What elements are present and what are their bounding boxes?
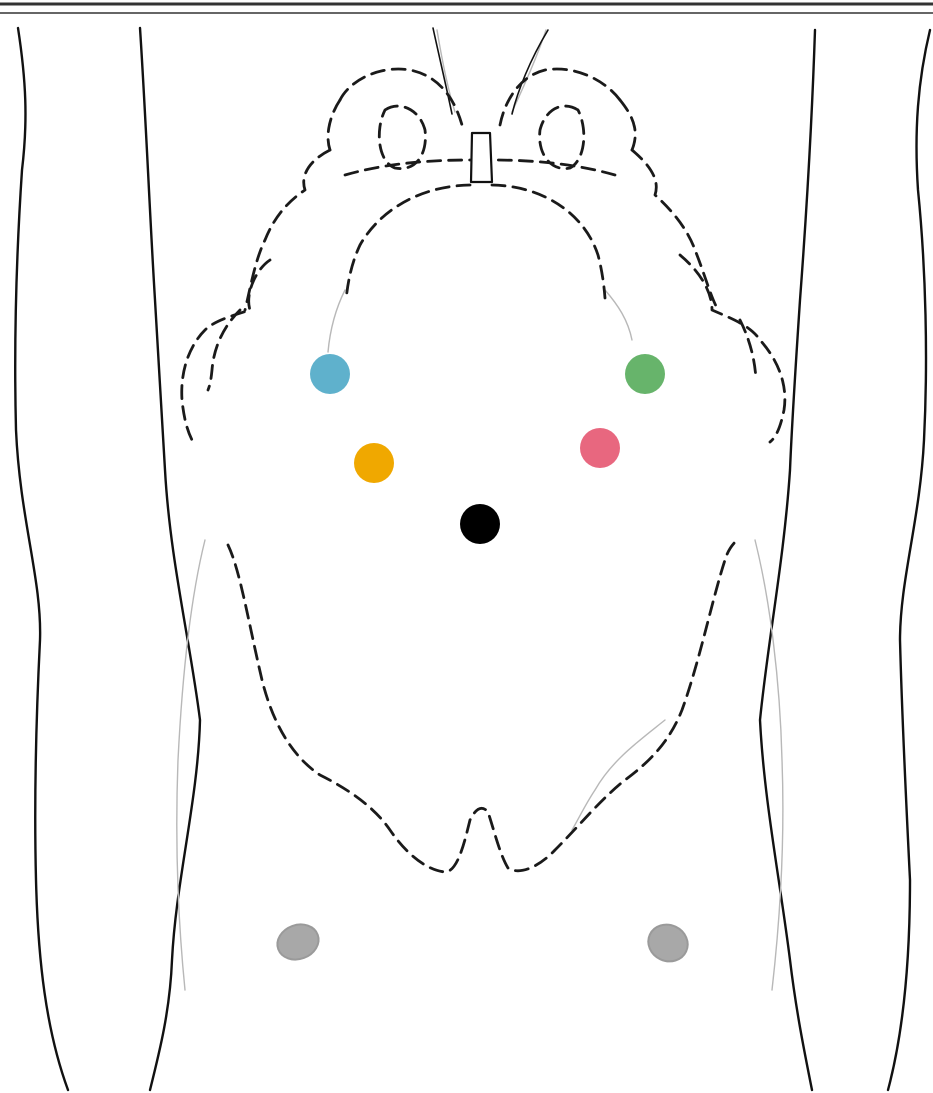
top-border [0, 4, 933, 13]
marker-orange [354, 443, 394, 483]
marker-group [310, 354, 665, 544]
left-torso-outline [140, 28, 200, 1090]
marker-pink [580, 428, 620, 468]
left-nipple [272, 919, 323, 965]
right-arm-outline [888, 30, 930, 1090]
lower-inner-line-right [605, 290, 632, 340]
left-arm-outline [15, 28, 68, 1090]
marker-black [460, 504, 500, 544]
marker-green [625, 354, 665, 394]
dashed-organ-outline [182, 69, 785, 872]
right-inner-contour [755, 540, 783, 990]
right-nipple [642, 918, 693, 968]
flank-shadow-right [572, 720, 665, 830]
marker-blue [310, 354, 350, 394]
lower-inner-line-left [328, 290, 345, 352]
right-torso-outline [760, 30, 815, 1090]
neck-tendon-left [433, 28, 452, 114]
